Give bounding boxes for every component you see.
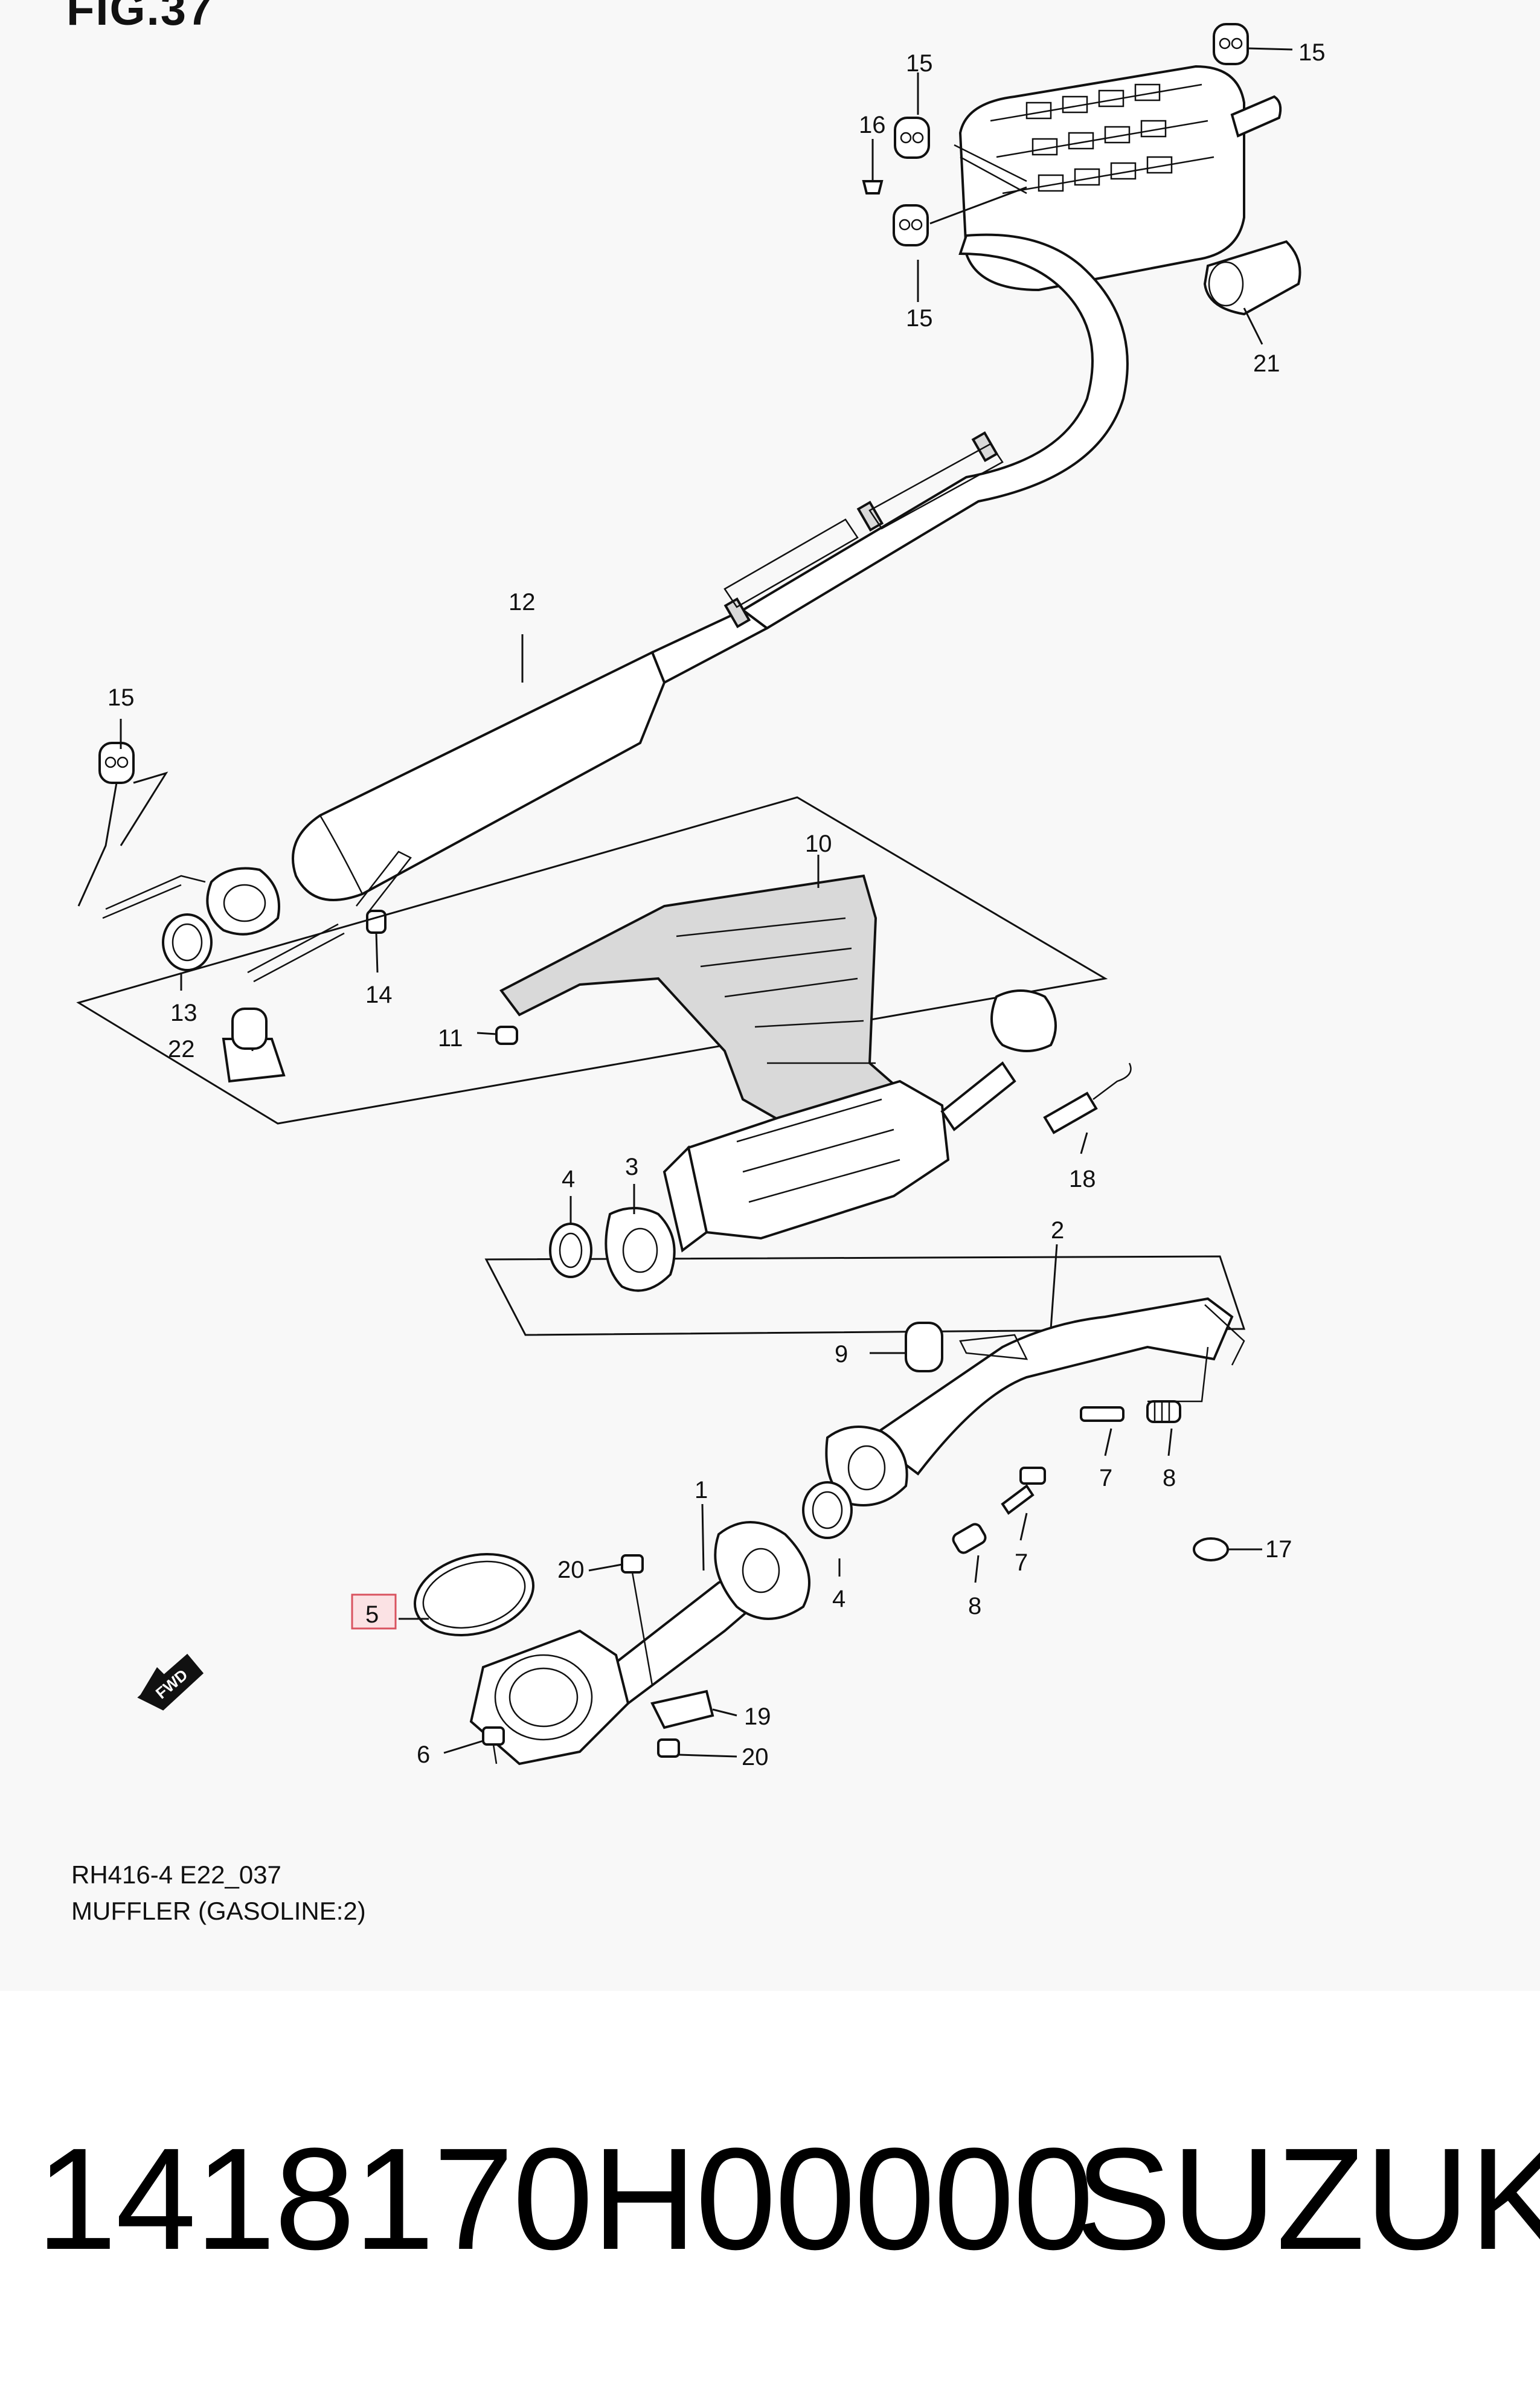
exploded-parts-diagram: FIG.37 — [66, 0, 1326, 1925]
spring-8-left — [952, 1523, 987, 1554]
heat-shield-10 — [499, 874, 920, 1131]
oxygen-sensor-18 — [1043, 1063, 1132, 1134]
hanger-rubber-15-left — [98, 742, 135, 784]
callout-22: 22 — [168, 1036, 195, 1063]
gasket-ring-5 — [413, 1552, 535, 1637]
callout-10: 10 — [805, 831, 832, 857]
callout-4: 4 — [562, 1166, 575, 1192]
rear-muffler — [954, 65, 1282, 292]
callout-12: 12 — [509, 589, 536, 616]
callout-8: 8 — [1163, 1465, 1176, 1491]
catalytic-converter-3 — [605, 989, 1057, 1292]
callout-8: 8 — [968, 1593, 981, 1619]
callout-11: 11 — [438, 1025, 463, 1052]
bolt-6 — [482, 1726, 505, 1764]
callout-3: 3 — [625, 1154, 638, 1180]
callout-20: 20 — [742, 1744, 769, 1770]
grommet-17 — [1193, 1537, 1229, 1561]
callout-5: 5 — [365, 1601, 379, 1628]
callout-6: 6 — [417, 1741, 430, 1768]
nut-14 — [366, 910, 387, 934]
callout-14: 14 — [365, 982, 393, 1008]
bolt-7-right — [1080, 1406, 1125, 1422]
diagram-caption: MUFFLER (GASOLINE:2) — [71, 1897, 366, 1925]
hanger-rubber-15-mid-left — [893, 204, 929, 246]
bracket-19 — [650, 1690, 714, 1729]
callout-7: 7 — [1099, 1465, 1112, 1491]
bracket-22 — [222, 1008, 286, 1083]
callout-1: 1 — [695, 1477, 708, 1503]
forward-direction-arrow-icon: FWD — [137, 1653, 204, 1711]
figure-title: FIG.37 — [66, 0, 214, 35]
callout-4: 4 — [832, 1586, 845, 1612]
callout-15: 15 — [906, 305, 933, 332]
callout-18: 18 — [1069, 1166, 1096, 1192]
bolt-20-lower — [657, 1738, 680, 1758]
brand-name: SUZUKI — [1075, 2118, 1540, 2280]
bolt-7-left — [1001, 1467, 1046, 1515]
callout-13: 13 — [170, 1000, 197, 1026]
hanger-9 — [905, 1322, 1028, 1372]
gasket-ring-13 — [162, 913, 213, 971]
callout-7: 7 — [1015, 1549, 1028, 1576]
hanger-rubber-15-top-left — [894, 117, 930, 159]
callout-19: 19 — [744, 1703, 771, 1730]
gasket-4-upper — [549, 1223, 592, 1278]
diagram-code: RH416-4 E22_037 — [71, 1860, 281, 1889]
center-pipe-12 — [102, 233, 1129, 983]
callout-15: 15 — [906, 50, 933, 77]
callout-16: 16 — [859, 112, 886, 138]
callout-21: 21 — [1253, 350, 1280, 377]
tail-pipe-cover-21 — [1203, 240, 1301, 316]
gasket-4-lower — [802, 1481, 853, 1539]
callout-20: 20 — [557, 1557, 585, 1583]
callout-labels: 15 15 16 15 21 12 15 10 13 14 22 11 18 4… — [107, 39, 1326, 1770]
exhaust-pipe-2 — [825, 1297, 1245, 1506]
clip-16 — [862, 180, 884, 195]
part-number: 1418170H00000 — [36, 2118, 1094, 2280]
spring-8-right — [1146, 1400, 1181, 1423]
callout-9: 9 — [835, 1341, 848, 1368]
hanger-rubber-15-top-right — [1213, 23, 1249, 65]
bolt-20-upper — [621, 1554, 653, 1686]
front-pipe-1 — [469, 1521, 810, 1766]
callout-15: 15 — [1298, 39, 1326, 66]
leader-lines — [77, 47, 1293, 1758]
nut-11 — [495, 1026, 518, 1045]
callout-2: 2 — [1051, 1217, 1064, 1244]
callout-5-highlight — [351, 1593, 397, 1630]
diagram-drawing: FWD — [76, 23, 1326, 1770]
callout-15: 15 — [107, 684, 135, 711]
callout-17: 17 — [1265, 1536, 1292, 1563]
